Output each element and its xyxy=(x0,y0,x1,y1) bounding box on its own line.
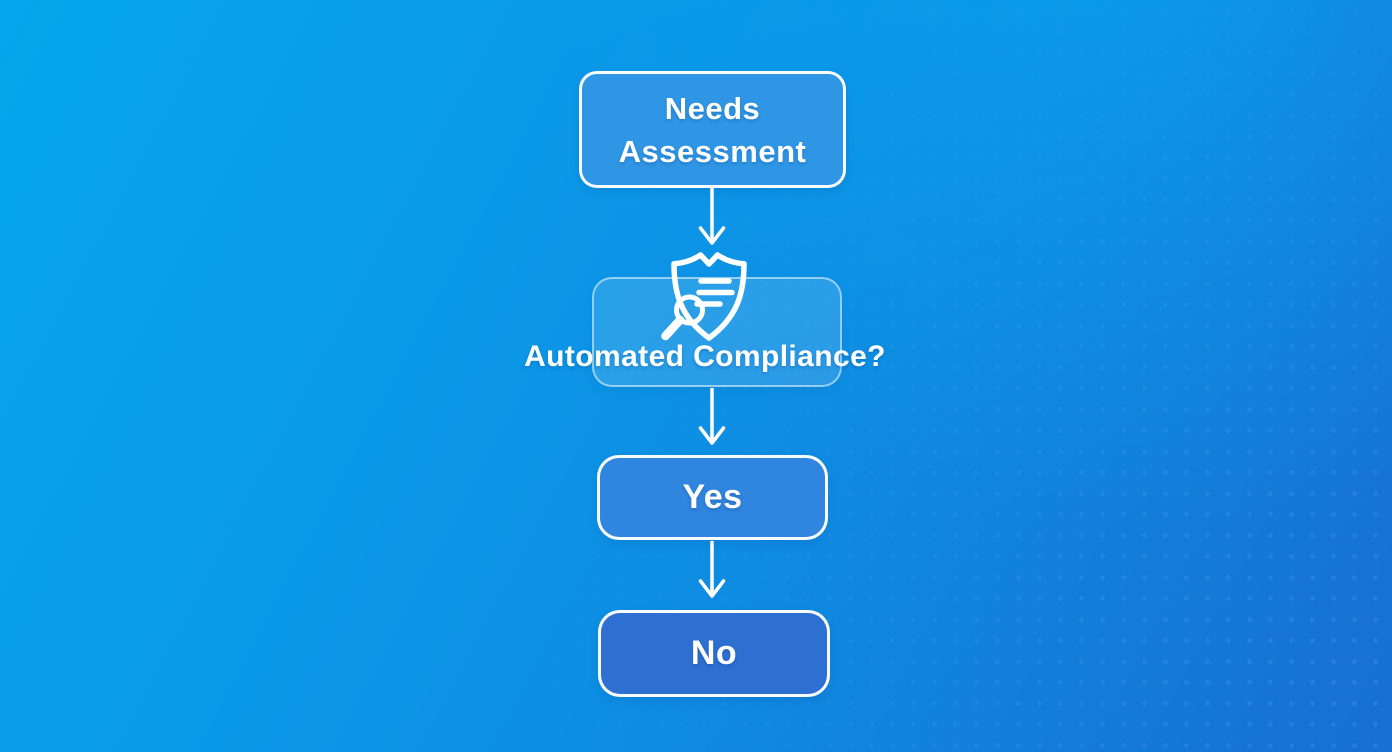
arrow-down-icon xyxy=(698,388,726,445)
flow-node-needs-assessment: Needs Assessment xyxy=(579,71,846,188)
arrow-down-icon xyxy=(698,541,726,598)
needs-assessment-label-line1: Needs xyxy=(664,90,761,126)
needs-assessment-label-line2: Assessment xyxy=(618,133,807,169)
shield-document-search-icon xyxy=(661,252,747,341)
automated-compliance-label: Automated Compliance? xyxy=(524,340,886,373)
arrow-down-icon xyxy=(698,186,726,245)
flow-node-yes: Yes xyxy=(597,455,828,540)
no-label: No xyxy=(690,634,738,672)
yes-label: Yes xyxy=(682,478,743,516)
flow-node-no: No xyxy=(598,610,830,697)
